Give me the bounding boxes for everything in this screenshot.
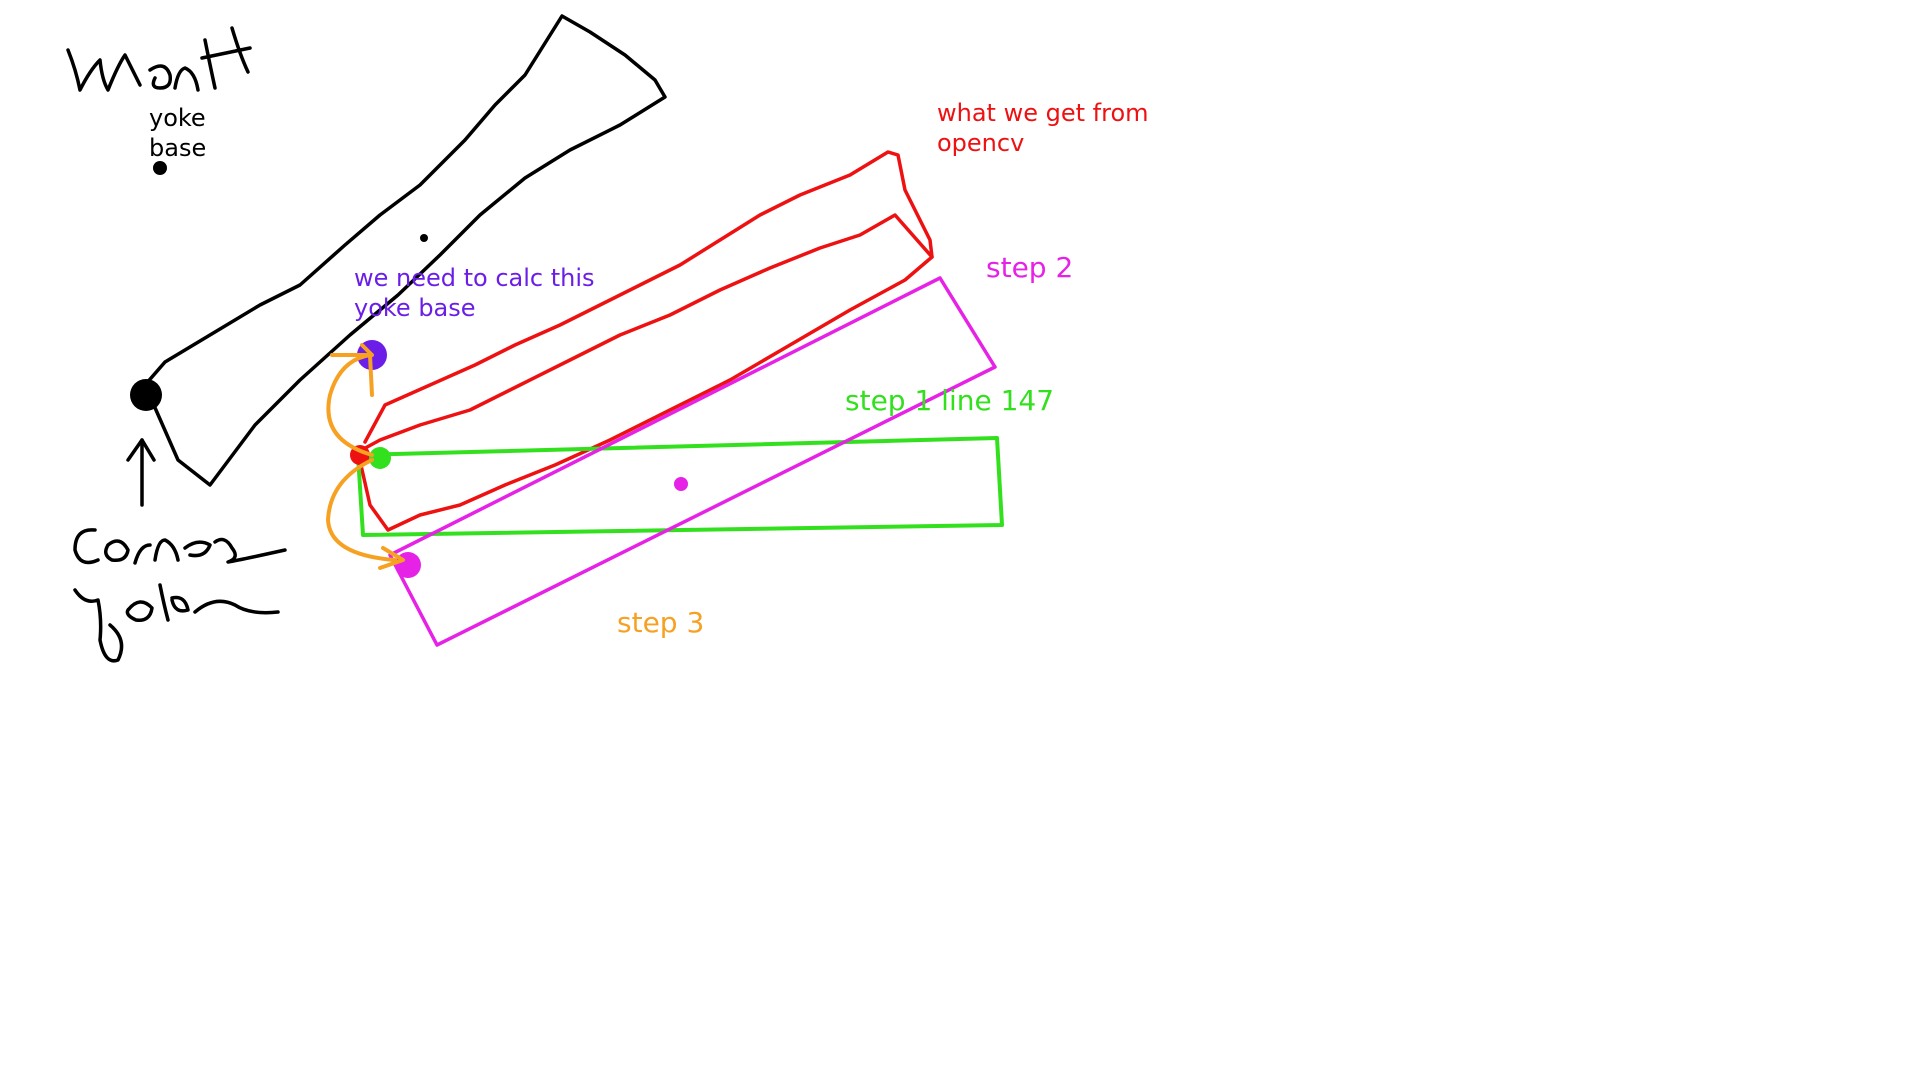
yoke-base-label-line2: base: [149, 134, 206, 162]
step1-rect-outline: [356, 436, 1004, 537]
step3-arrow-up: [326, 353, 374, 457]
opencv-rect-outline: [356, 150, 934, 454]
step3-arrow-up-head: [330, 343, 374, 357]
desired-yoke-outline: [143, 14, 667, 487]
opencv-rect-lower-left: [356, 255, 934, 532]
step2-rect-outline: [388, 276, 997, 647]
opencv-label-line2: opencv: [937, 129, 1024, 157]
desired-center-dot: [420, 234, 428, 242]
calc-label-line2: yoke base: [354, 294, 476, 322]
step2-label: step 2: [986, 251, 1073, 284]
step3-label: step 3: [617, 606, 704, 639]
corner-arrow-head: [126, 438, 156, 462]
desired-yoke-base-dot: [153, 161, 167, 175]
yoke-base-label-line1: yoke: [149, 104, 206, 132]
step1-label: step 1 line 147: [845, 384, 1054, 417]
corner-yoke-scribble: [73, 528, 287, 663]
want-scribble: [66, 26, 252, 92]
step2-center-dot: [674, 477, 688, 491]
calc-label-line1: we need to calc this: [354, 264, 595, 292]
step3-arrows: [326, 343, 405, 570]
step1-corner-dot: [369, 447, 391, 469]
corner-yoke-dot: [130, 379, 162, 411]
step3-arrow-down: [326, 458, 397, 562]
opencv-label-line1: what we get from: [937, 99, 1149, 127]
desired-yoke-drawing: [66, 14, 667, 663]
step3-arrow-down-head: [378, 546, 405, 570]
